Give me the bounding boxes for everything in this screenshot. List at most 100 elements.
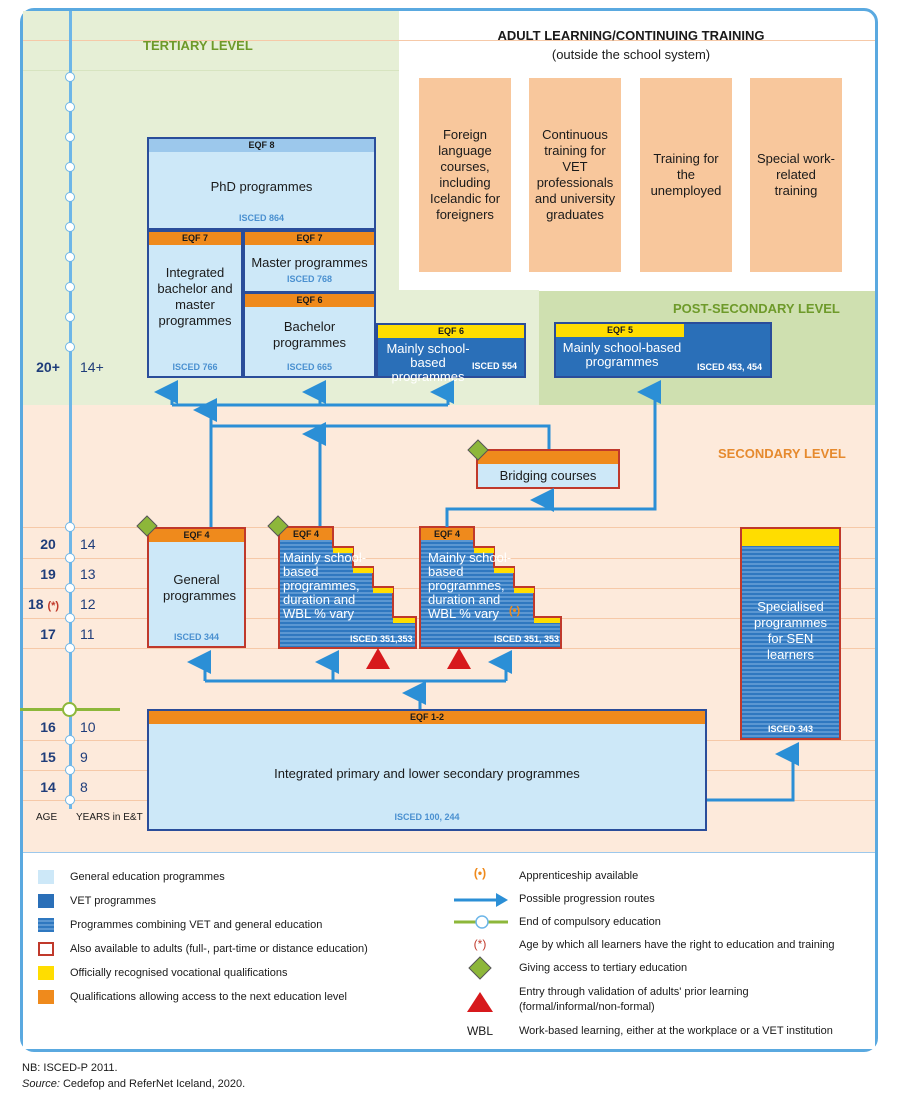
master-programmes-box: EQF 7 Master programmes ISCED 768 xyxy=(243,230,376,293)
eqf-badge: EQF 4 xyxy=(292,529,319,539)
legend-item: Apprenticeship available xyxy=(519,870,639,882)
eqf-badge: EQF 7 xyxy=(149,232,241,245)
programme-name: Mainly school-based programmes, duration… xyxy=(428,550,512,621)
age-value: 20 xyxy=(40,536,56,552)
sen-programmes-box: Specialised programmes for SEN learners … xyxy=(740,527,841,740)
years-value: 14 xyxy=(80,536,96,552)
eqf-badge: EQF 6 xyxy=(378,325,524,338)
legend-item: End of compulsory education xyxy=(519,916,661,928)
bachelor-programmes-box: EQF 6 Bachelor programmes ISCED 665 xyxy=(243,292,376,378)
eqf-badge: EQF 4 xyxy=(149,529,244,542)
axis-tick xyxy=(65,613,75,623)
legend-item: Qualifications allowing access to the ne… xyxy=(70,991,347,1003)
years-axis xyxy=(69,11,72,809)
post-secondary-school-based-box: EQF 5 Mainly school-based programmes ISC… xyxy=(554,322,772,378)
adult-box-unemployed: Training for the unemployed xyxy=(640,78,732,272)
footer-note: NB: ISCED-P 2011. xyxy=(22,1062,118,1074)
row-line xyxy=(23,40,875,41)
legend-item: VET programmes xyxy=(70,895,156,907)
legend-swatch-vet xyxy=(38,894,54,908)
axis-tick xyxy=(65,192,75,202)
legend-swatch-combined xyxy=(38,918,54,932)
primary-lower-secondary-box: EQF 1-2 Integrated primary and lower sec… xyxy=(147,709,707,831)
legend-swatch-general xyxy=(38,870,54,884)
programme-name: Specialised programmes for SEN learners xyxy=(754,599,827,662)
axis-tick xyxy=(65,765,75,775)
isced-code: ISCED 453, 454 xyxy=(697,362,763,372)
eqf-badge: EQF 5 xyxy=(556,324,684,337)
tertiary-level-label: TERTIARY LEVEL xyxy=(143,38,253,53)
adult-box-continuous-training: Continuous training for VET professional… xyxy=(529,78,621,272)
axis-tick xyxy=(65,553,75,563)
legend-symbol-wbl: WBL xyxy=(466,1024,493,1038)
years-value: 8 xyxy=(80,779,88,795)
years-value: 11 xyxy=(80,626,95,642)
age-value: 19 xyxy=(40,566,56,582)
adult-learning-subtitle: (outside the school system) xyxy=(551,47,711,62)
programme-name: Bridging courses xyxy=(499,468,597,483)
source-label: Source: xyxy=(22,1078,60,1090)
age-value: 18 (*) xyxy=(28,596,59,612)
apprenticeship-mark: (•) xyxy=(509,605,521,617)
legend-item: Giving access to tertiary education xyxy=(519,962,688,974)
programme-name: Mainly school-based programmes, duration… xyxy=(283,550,367,621)
isced-code: ISCED 768 xyxy=(286,274,333,284)
legend-item: Programmes combining VET and general edu… xyxy=(70,919,323,931)
axis-tick xyxy=(65,795,75,805)
age-value: 15 xyxy=(40,749,56,765)
years-value: 10 xyxy=(80,719,96,735)
secondary-level-label: SECONDARY LEVEL xyxy=(718,446,846,461)
adult-learning-title: ADULT LEARNING/CONTINUING TRAINING xyxy=(497,28,765,43)
programme-name: Integrated primary and lower secondary p… xyxy=(274,766,580,781)
compulsory-end-marker xyxy=(62,702,77,717)
years-value: 14+ xyxy=(80,359,104,375)
eqf-badge: EQF 1-2 xyxy=(149,711,705,724)
eqf-badge: EQF 4 xyxy=(433,529,460,539)
adult-box-foreign-language: Foreign language courses, including Icel… xyxy=(419,78,511,272)
axis-tick xyxy=(65,312,75,322)
adult-box-work-related: Special work-related training xyxy=(750,78,842,272)
legend-item: Also available to adults (full-, part-ti… xyxy=(70,943,368,955)
programme-name: General programmes xyxy=(163,572,236,603)
legend-zone xyxy=(23,852,875,1049)
axis-tick xyxy=(65,282,75,292)
programme-name: Integrated bachelor and master programme… xyxy=(157,265,233,328)
years-axis-label: YEARS in E&T xyxy=(76,812,143,823)
axis-tick xyxy=(65,252,75,262)
isced-code: ISCED 554 xyxy=(472,361,518,371)
years-value: 12 xyxy=(80,596,96,612)
legend-item: General education programmes xyxy=(70,871,225,883)
footer-source: Source: Cedefop and ReferNet Iceland, 20… xyxy=(22,1078,245,1090)
eqf-badge: EQF 6 xyxy=(245,294,374,307)
axis-tick xyxy=(65,72,75,82)
tertiary-school-based-box: EQF 6 Mainly school-based programmes ISC… xyxy=(376,323,526,384)
legend-symbol-arrow xyxy=(454,893,508,907)
isced-code: ISCED 351,353 xyxy=(350,634,413,644)
eqf-badge: EQF 7 xyxy=(245,232,374,245)
isced-code: ISCED 665 xyxy=(286,362,333,372)
axis-tick xyxy=(65,162,75,172)
integrated-bachelor-master-box: EQF 7 Integrated bachelor and master pro… xyxy=(147,230,243,378)
age-value: 16 xyxy=(40,719,56,735)
vet-programmes-1-shape xyxy=(278,526,417,649)
axis-tick xyxy=(65,735,75,745)
axis-tick xyxy=(65,102,75,112)
axis-tick xyxy=(65,583,75,593)
source-text: Cedefop and ReferNet Iceland, 2020. xyxy=(59,1078,246,1090)
years-value: 13 xyxy=(80,566,96,582)
legend-divider xyxy=(23,852,875,853)
age-right-mark: (*) xyxy=(47,600,60,612)
axis-tick xyxy=(65,132,75,142)
years-value: 9 xyxy=(80,749,88,765)
legend-symbol-age-right: (*) xyxy=(473,937,487,951)
age-value: 14 xyxy=(40,779,56,795)
row-line xyxy=(23,70,399,71)
isced-code: ISCED 766 xyxy=(172,362,218,372)
progression-routes xyxy=(136,380,799,802)
legend-item: Work-based learning, either at the workp… xyxy=(519,1025,833,1037)
legend-item: Age by which all learners have the right… xyxy=(519,939,835,951)
legend-item: Officially recognised vocational qualifi… xyxy=(70,967,288,979)
programme-name: Mainly school-based programmes xyxy=(386,341,470,384)
programme-name: Mainly school-based programmes xyxy=(562,340,682,369)
legend-symbol-triangle xyxy=(467,992,493,1012)
